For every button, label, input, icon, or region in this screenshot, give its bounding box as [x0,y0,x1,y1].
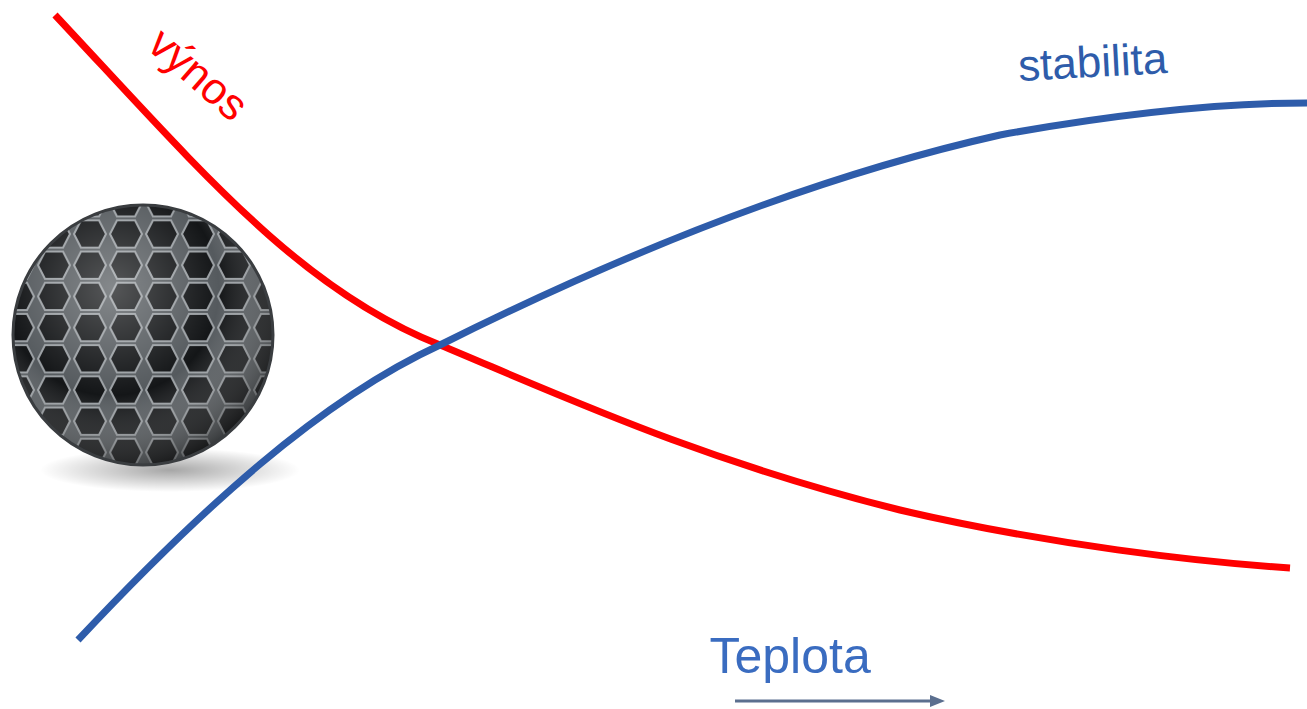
porous-sphere [13,205,300,492]
curve-label: výnos [139,18,258,130]
curve-label: stabilita [1016,34,1168,90]
stability-curve [78,103,1307,640]
axis-arrow [735,695,945,707]
axis-label: Teplota [710,629,871,684]
